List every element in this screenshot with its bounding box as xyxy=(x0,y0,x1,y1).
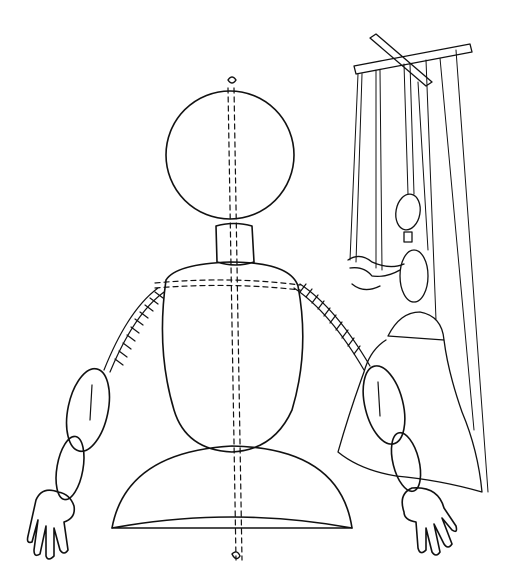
center-string xyxy=(228,77,242,560)
right-arm xyxy=(356,362,457,555)
neck xyxy=(216,224,254,266)
right-forearm xyxy=(386,430,426,495)
right-braided-cord xyxy=(294,284,370,370)
torso xyxy=(162,262,302,452)
left-braided-cord xyxy=(104,288,164,372)
right-hand xyxy=(402,488,456,555)
right-upper-arm xyxy=(356,362,412,449)
marionette-illustration xyxy=(338,34,488,492)
shoulder-dashed-line xyxy=(155,280,300,290)
left-upper-arm xyxy=(60,365,117,455)
base-dome xyxy=(112,446,352,528)
left-hand xyxy=(28,490,75,559)
marionette-puppet xyxy=(338,192,482,492)
marionette-control-bar xyxy=(354,34,472,86)
left-arm xyxy=(28,365,117,559)
